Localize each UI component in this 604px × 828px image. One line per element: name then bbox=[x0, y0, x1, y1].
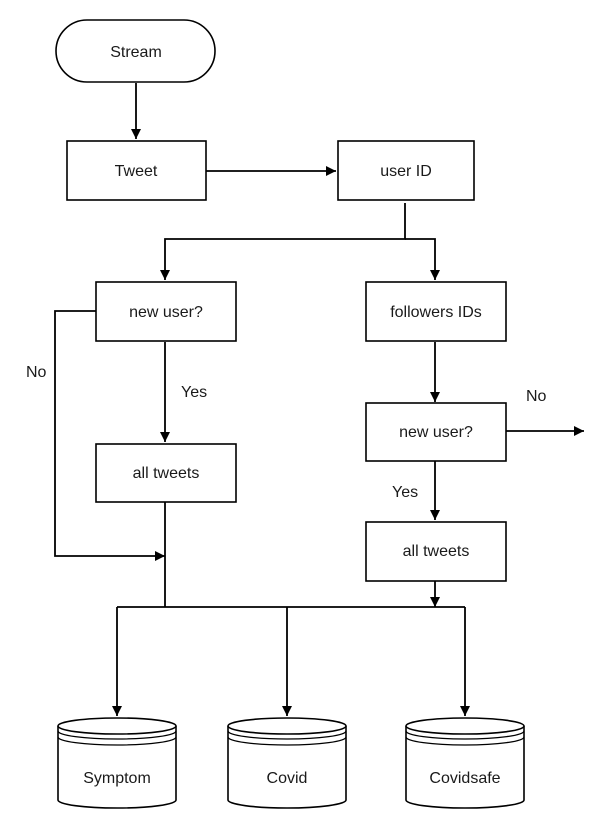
node-user-id: user ID bbox=[337, 140, 475, 201]
database-symptom-label: Symptom bbox=[83, 770, 151, 787]
node-new-user-right-label: new user? bbox=[399, 424, 473, 441]
edge-label-yes-right: Yes bbox=[392, 484, 418, 501]
edge-label-yes-left: Yes bbox=[181, 384, 207, 401]
node-all-tweets-left: all tweets bbox=[95, 443, 237, 503]
node-new-user-right: new user? bbox=[365, 402, 507, 462]
node-followers-ids: followers IDs bbox=[365, 281, 507, 342]
database-symptom: Symptom bbox=[57, 717, 177, 809]
database-covid: Covid bbox=[227, 717, 347, 809]
edge-new-user-no bbox=[54, 310, 165, 561]
edge-label-no-right: No bbox=[526, 388, 547, 405]
node-all-tweets-left-label: all tweets bbox=[133, 465, 200, 482]
node-user-id-label: user ID bbox=[380, 163, 432, 180]
node-tweet: Tweet bbox=[66, 140, 207, 201]
database-covid-label: Covid bbox=[267, 770, 308, 787]
node-tweet-label: Tweet bbox=[115, 163, 158, 180]
node-all-tweets-right: all tweets bbox=[365, 521, 507, 582]
node-followers-ids-label: followers IDs bbox=[390, 304, 482, 321]
node-all-tweets-right-label: all tweets bbox=[403, 543, 470, 560]
edge-user-id-to-followers bbox=[405, 238, 440, 280]
database-covidsafe-label: Covidsafe bbox=[429, 770, 500, 787]
edge-user-id-to-new-user bbox=[160, 203, 406, 280]
node-stream: Stream bbox=[55, 19, 216, 83]
node-new-user-left: new user? bbox=[95, 281, 237, 342]
database-covidsafe: Covidsafe bbox=[405, 717, 525, 809]
edges bbox=[54, 83, 584, 716]
node-stream-label: Stream bbox=[110, 44, 162, 61]
node-new-user-left-label: new user? bbox=[129, 304, 203, 321]
edge-label-no-left: No bbox=[26, 364, 47, 381]
